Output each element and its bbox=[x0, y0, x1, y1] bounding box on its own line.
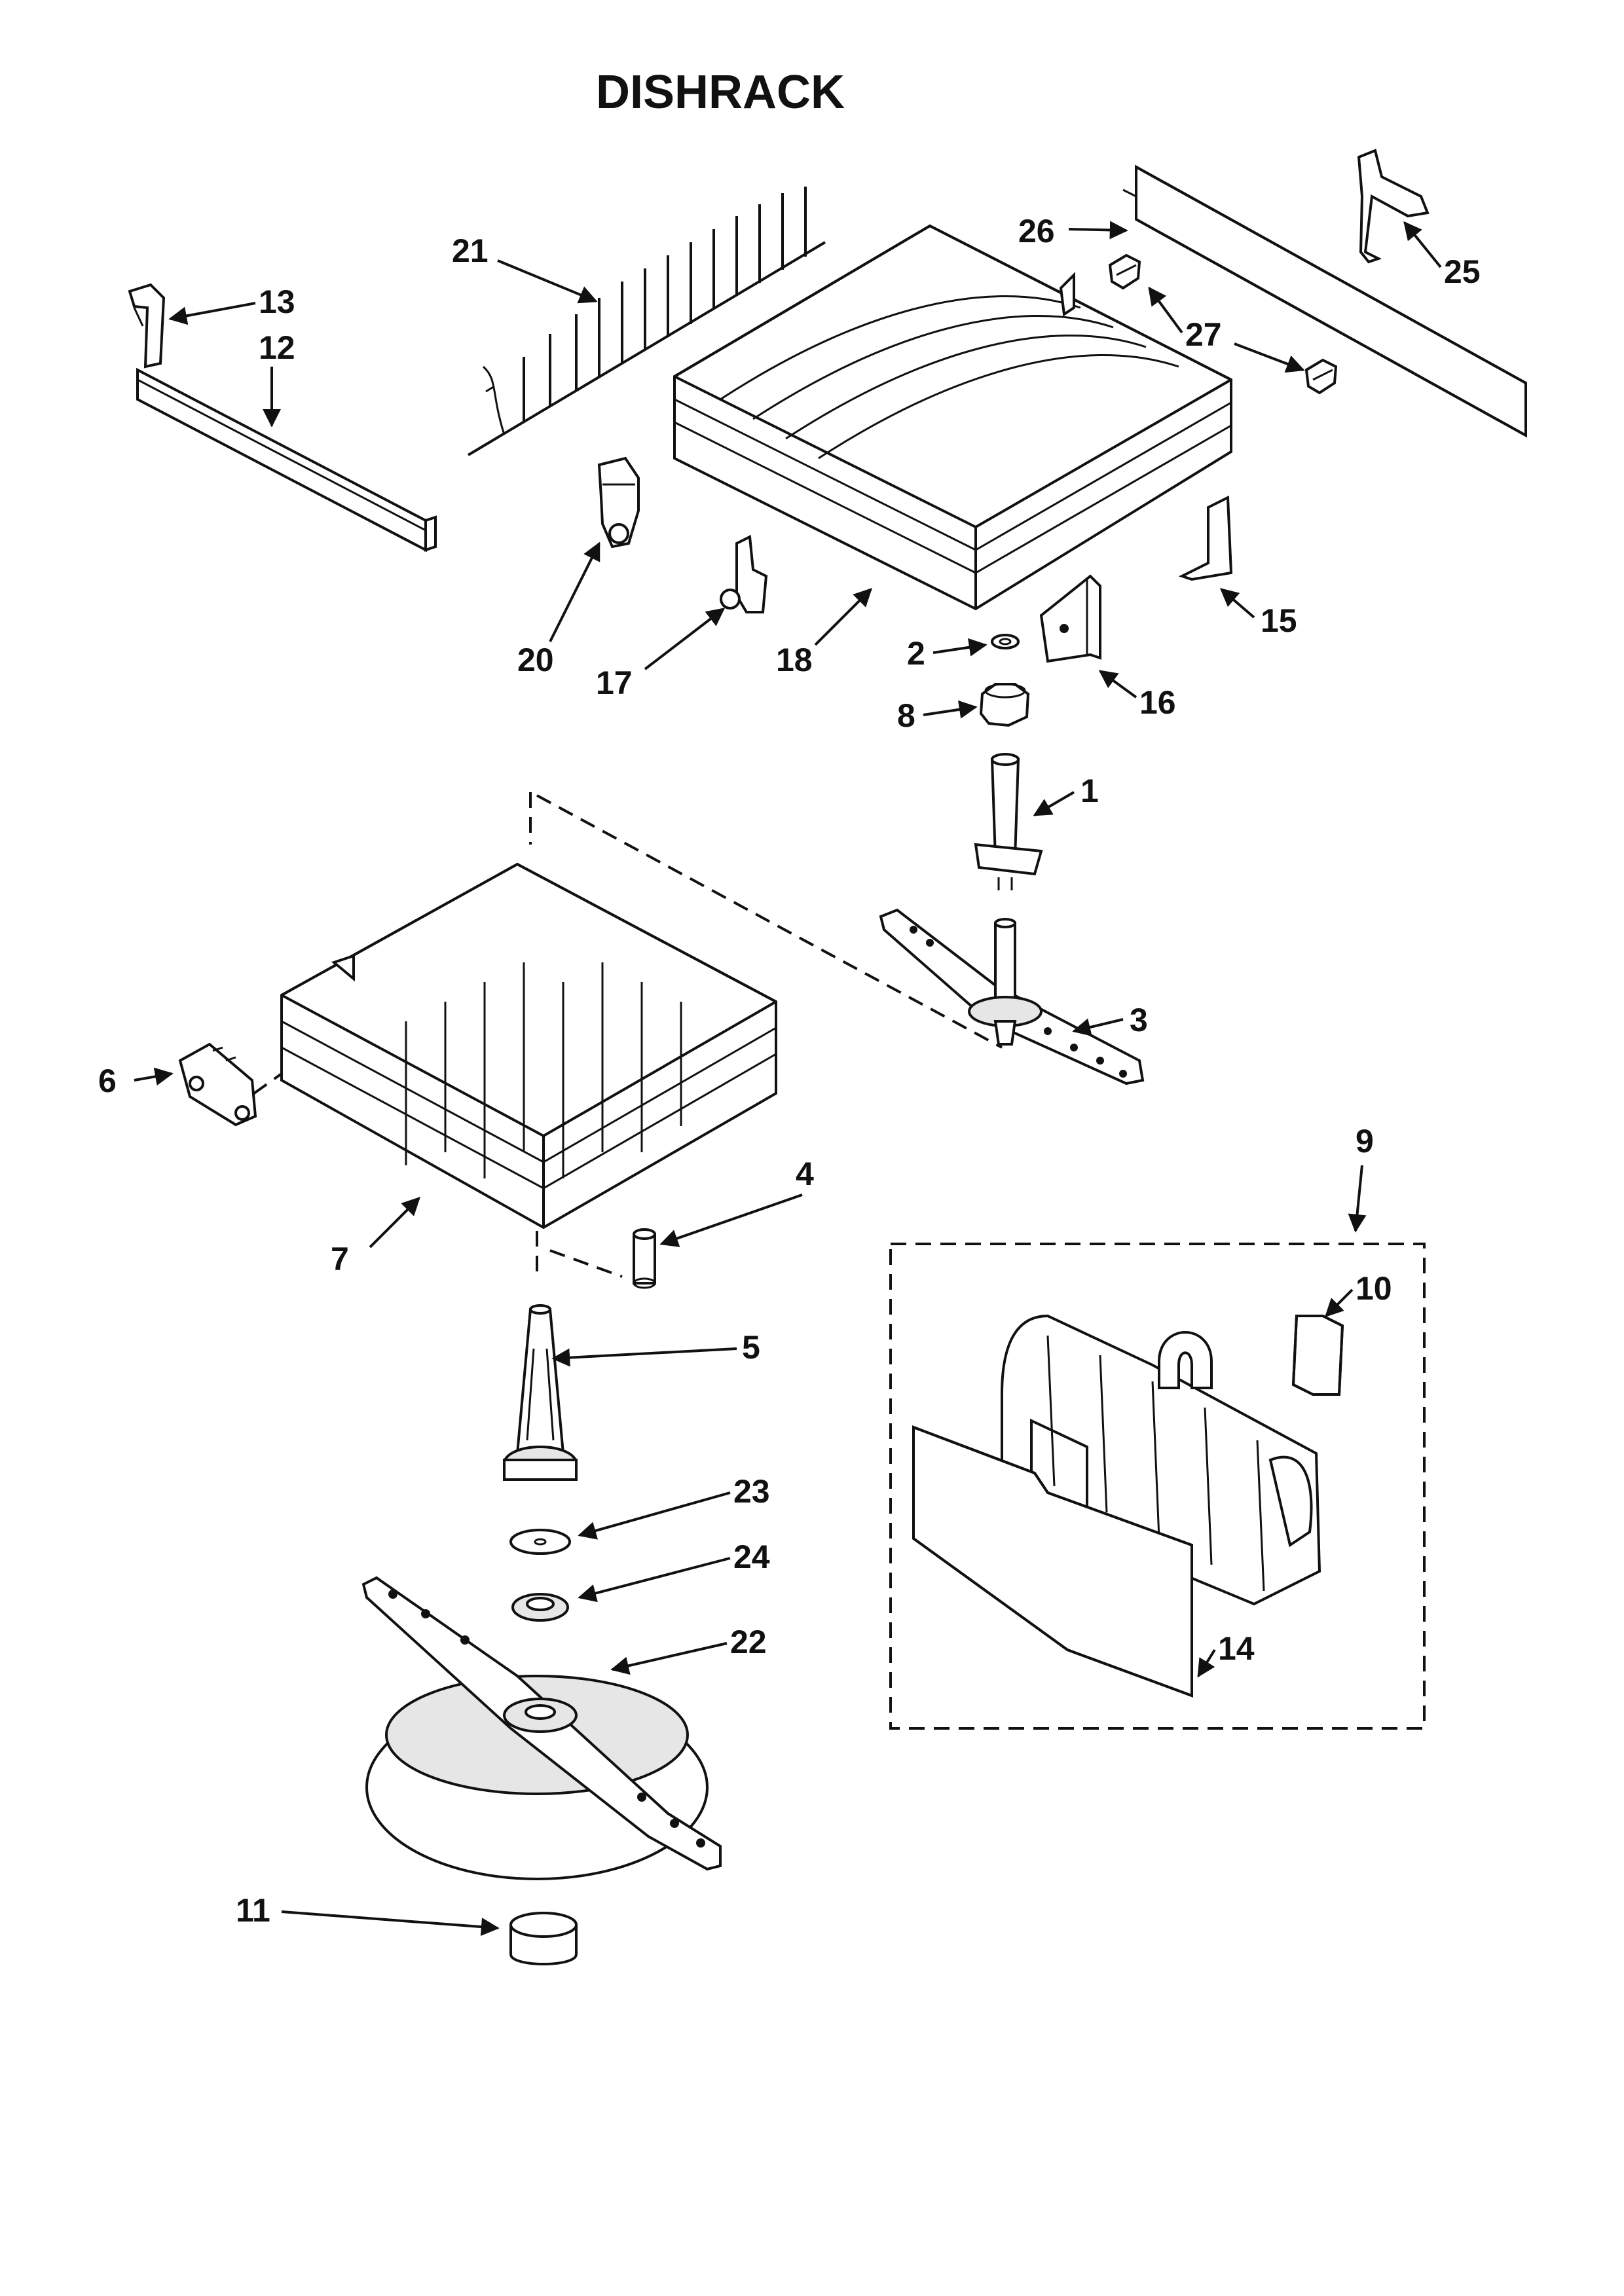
callout-8: 8 bbox=[897, 697, 915, 734]
callout-5: 5 bbox=[742, 1329, 760, 1366]
upper-spray-arm-part-3 bbox=[879, 908, 1145, 1085]
callout-16: 16 bbox=[1139, 684, 1176, 721]
silverware-basket-assembly-box-part-9 bbox=[889, 1243, 1426, 1730]
callout-10: 10 bbox=[1356, 1270, 1392, 1307]
basket-cover-part-10 bbox=[1291, 1315, 1344, 1396]
washer-part-23 bbox=[509, 1529, 571, 1555]
washer-part-2 bbox=[991, 634, 1020, 649]
callout-9: 9 bbox=[1356, 1123, 1374, 1159]
callout-27: 27 bbox=[1185, 316, 1222, 353]
rail-clip-part-13 bbox=[128, 283, 166, 369]
lower-spray-arm-part-22 bbox=[361, 1576, 722, 1880]
callout-15: 15 bbox=[1261, 602, 1297, 639]
rack-adjuster-part-20 bbox=[597, 456, 640, 549]
rack-roller-part-6 bbox=[178, 1042, 257, 1127]
bracket-part-17 bbox=[720, 534, 768, 613]
callout-18: 18 bbox=[776, 642, 813, 678]
bearing-part-24 bbox=[511, 1593, 569, 1622]
page-title: DISHRACK bbox=[596, 66, 845, 118]
basket-lid-part-14 bbox=[912, 1425, 1193, 1698]
leader-lines bbox=[134, 221, 1442, 1937]
callout-4: 4 bbox=[796, 1156, 814, 1192]
shelf-clip-part-27-a bbox=[1108, 253, 1141, 290]
callout-24: 24 bbox=[733, 1539, 770, 1575]
upper-rack-part-18 bbox=[673, 224, 1232, 611]
tine-row-part-21 bbox=[467, 187, 826, 456]
callout-3: 3 bbox=[1130, 1002, 1148, 1038]
callout-14: 14 bbox=[1218, 1630, 1255, 1667]
rack-stop-part-15 bbox=[1178, 495, 1233, 581]
callout-11: 11 bbox=[236, 1892, 270, 1929]
callout-1: 1 bbox=[1080, 773, 1099, 809]
callout-12: 12 bbox=[259, 329, 295, 366]
end-cap-part-16 bbox=[1039, 574, 1101, 663]
callout-13: 13 bbox=[259, 283, 295, 320]
rack-rail-part-12 bbox=[136, 367, 437, 553]
spacer-part-4 bbox=[633, 1228, 656, 1289]
shelf-bracket-part-25 bbox=[1357, 149, 1430, 264]
callout-6: 6 bbox=[98, 1063, 117, 1099]
nut-part-8 bbox=[979, 683, 1030, 727]
callout-17: 17 bbox=[596, 665, 633, 701]
callout-25: 25 bbox=[1444, 253, 1481, 290]
callout-22: 22 bbox=[730, 1624, 767, 1660]
clamp-band-part-11 bbox=[509, 1912, 578, 1965]
lower-tube-part-5 bbox=[503, 1304, 578, 1481]
upper-tube-part-1 bbox=[974, 753, 1043, 890]
callout-26: 26 bbox=[1018, 213, 1055, 249]
shelf-grid-part-26 bbox=[1122, 164, 1527, 438]
callout-20: 20 bbox=[517, 642, 554, 678]
callout-2: 2 bbox=[907, 635, 925, 672]
shelf-clip-part-27-b bbox=[1304, 358, 1338, 395]
lower-rack-part-7 bbox=[280, 862, 777, 1230]
callout-21: 21 bbox=[452, 232, 489, 269]
alignment-line-upper bbox=[529, 792, 1003, 1049]
callout-7: 7 bbox=[331, 1241, 349, 1277]
callout-23: 23 bbox=[733, 1473, 770, 1510]
